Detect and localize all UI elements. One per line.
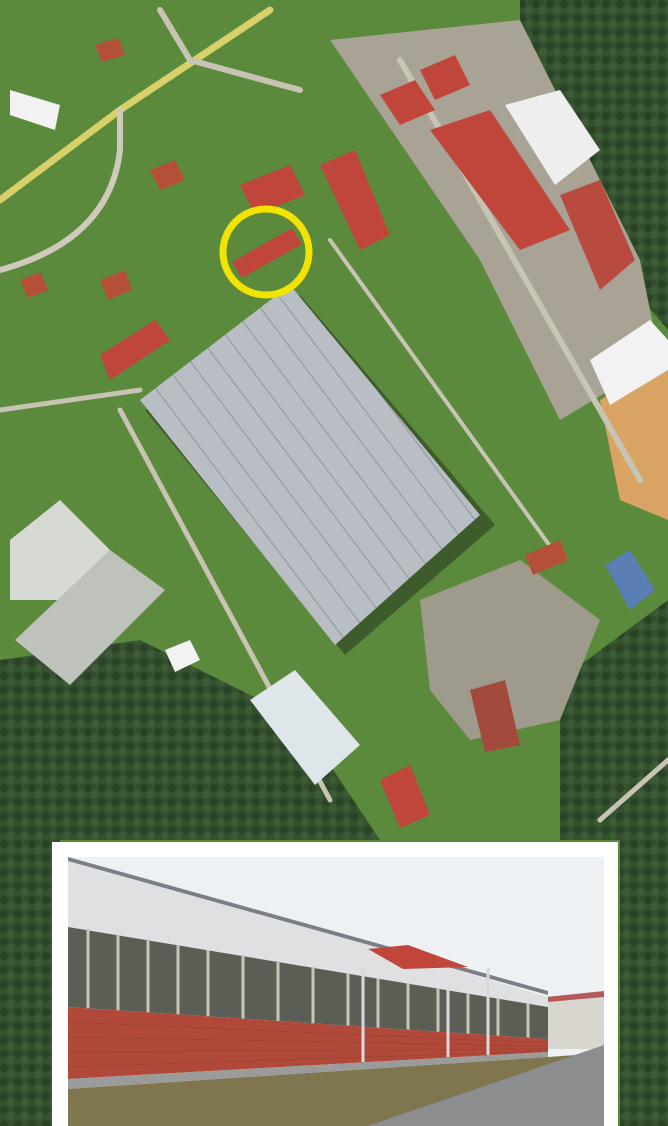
warehouse-3 — [560, 180, 635, 290]
brick-mortar — [68, 1021, 549, 1068]
highlight-circle — [219, 205, 313, 299]
white-building-3 — [165, 640, 200, 672]
light-hall — [250, 670, 360, 785]
small-house-2 — [20, 272, 48, 298]
industrial-yard — [330, 20, 660, 420]
small-house-4 — [95, 38, 125, 62]
warehouse-2 — [505, 90, 600, 185]
window-mullions — [86, 929, 530, 1039]
white-building-2 — [10, 90, 60, 130]
window-band — [68, 927, 548, 1039]
drainpipes — [361, 967, 490, 1062]
red-roof-8 — [470, 680, 520, 752]
small-house-3 — [100, 270, 132, 300]
lower-yard — [420, 560, 600, 740]
small-house-1 — [150, 160, 185, 190]
concrete-lot-2 — [15, 550, 165, 685]
red-roof — [368, 945, 468, 969]
inset-photo-frame — [52, 842, 618, 1126]
red-roof-7 — [380, 765, 430, 828]
distant-roof — [546, 991, 604, 1002]
warehouse-1 — [430, 110, 570, 250]
red-roof-1 — [380, 80, 435, 125]
distant-building — [548, 993, 604, 1049]
brick-wall — [68, 1007, 548, 1079]
main-hall-roof — [140, 285, 480, 645]
white-building-1 — [590, 320, 668, 405]
inset-photo — [68, 857, 604, 1126]
buildings — [10, 38, 668, 828]
blue-roof — [605, 550, 655, 610]
foundation — [68, 1052, 548, 1089]
red-roof-6 — [525, 540, 568, 575]
red-roof-5 — [100, 320, 170, 380]
red-roof-2 — [420, 55, 470, 100]
highlighted-building — [232, 228, 302, 278]
red-roof-4 — [320, 150, 390, 250]
red-roof-3 — [240, 165, 305, 215]
asphalt-path — [368, 1045, 604, 1126]
